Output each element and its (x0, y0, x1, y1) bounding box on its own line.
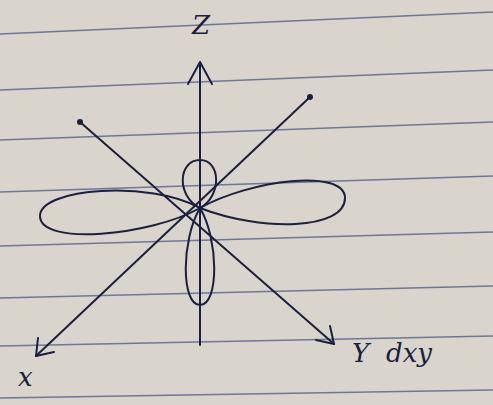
axis-label: Y (352, 340, 369, 366)
axis-label: Z (192, 12, 210, 38)
orbital-name: dxy (386, 340, 432, 366)
axis-label: x (18, 364, 33, 390)
axis-end-dot (77, 119, 83, 125)
axes-and-lobes (36, 62, 345, 356)
axis-end-dot (307, 94, 313, 100)
ruled-lines (0, 12, 493, 398)
